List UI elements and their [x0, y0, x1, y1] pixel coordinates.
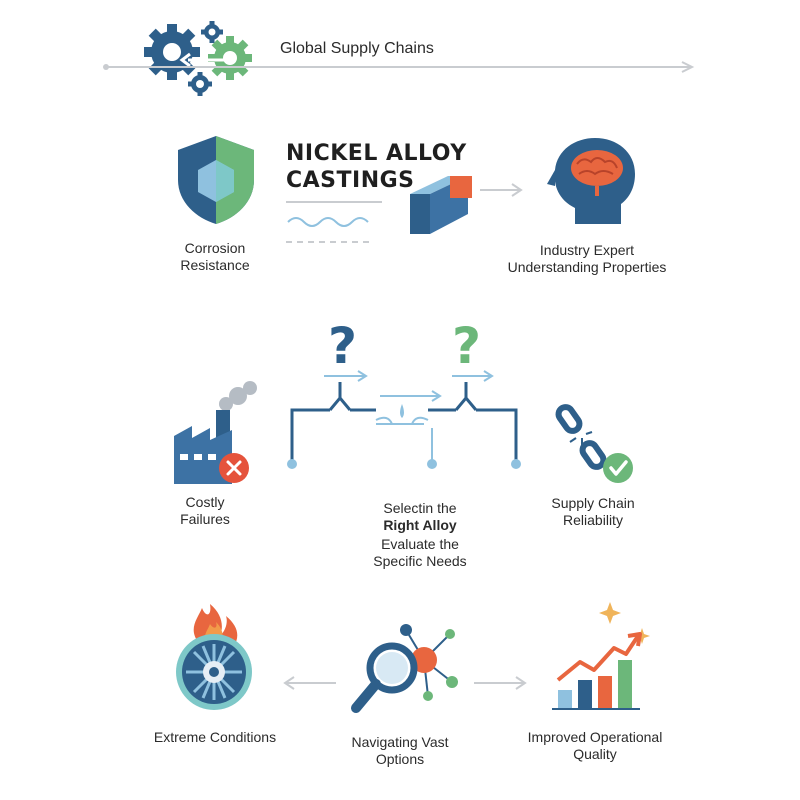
chain-link-icon — [555, 404, 633, 483]
navigating-options-label: Navigating Vast Options — [351, 734, 449, 767]
shield-icon — [178, 136, 254, 224]
header-arrow — [103, 61, 695, 73]
question-icon-blue: ? — [328, 317, 358, 375]
gears-icon — [144, 21, 252, 96]
corrosion-resistance-label: Corrosion Resistance — [180, 240, 250, 273]
header-title: Global Supply Chains — [280, 40, 434, 57]
supply-chain-label: Supply Chain Reliability — [551, 495, 635, 528]
costly-failures-label: Costly Failures — [180, 494, 230, 527]
improved-quality-label: Improved Operational Quality — [527, 729, 663, 762]
growth-chart-icon — [552, 602, 650, 710]
search-network-icon — [351, 624, 458, 713]
alloy-bar-icon — [410, 176, 523, 234]
brain-head-icon — [547, 138, 635, 224]
main-title: NICKEL ALLOY CASTINGS — [286, 141, 467, 193]
left-arrow — [283, 676, 336, 690]
question-icon-green: ? — [452, 317, 482, 375]
industry-expert-label: Industry Expert Understanding Properties — [507, 242, 667, 275]
factory-icon — [174, 381, 257, 484]
selecting-alloy-label: Selectin the Right Alloy Evaluate the Sp… — [373, 500, 467, 569]
right-arrow — [474, 676, 527, 690]
title-decoration — [286, 201, 382, 243]
decision-flow — [287, 370, 521, 469]
turbine-flame-icon — [176, 604, 252, 710]
extreme-conditions-label: Extreme Conditions — [153, 729, 277, 745]
